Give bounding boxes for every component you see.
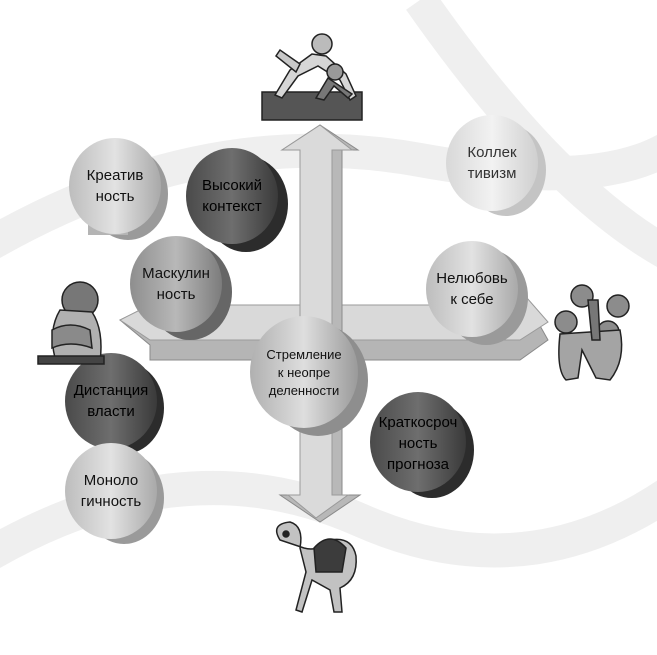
- cylinder-uncertainty-avoidance: [250, 316, 368, 436]
- cylinder-short-term-forecast: [370, 392, 474, 498]
- cylinder-collectivism: [446, 115, 546, 216]
- label-high-context: Высокий контекст: [201, 177, 263, 215]
- label-short-term-forecast: Краткосроч ность прогноза: [378, 413, 458, 473]
- label-self-dislike: Нелюбовь к себе: [436, 270, 508, 308]
- label-collectivism: Коллек тивизм: [467, 144, 517, 182]
- sad-child-icon: [37, 281, 105, 365]
- cylinder-self-dislike: [426, 241, 528, 345]
- label-creativity: Креатив ность: [86, 167, 144, 205]
- cylinder-creativity: [69, 138, 168, 240]
- cylinder-power-distance: [65, 353, 164, 454]
- camel-icon: [275, 521, 357, 613]
- label-monochronism: Моноло гичность: [80, 472, 142, 510]
- team-group-icon: [554, 284, 630, 381]
- label-masculinity: Маскулин ность: [142, 265, 210, 303]
- sprinters-icon: [261, 33, 363, 121]
- cylinder-masculinity: [130, 236, 232, 340]
- label-power-distance: Дистанция власти: [73, 382, 149, 420]
- label-uncertainty-avoidance: Стремление к неопре деленности: [266, 347, 342, 398]
- cylinder-monochronism: [65, 443, 164, 544]
- cylinder-high-context: [186, 148, 288, 252]
